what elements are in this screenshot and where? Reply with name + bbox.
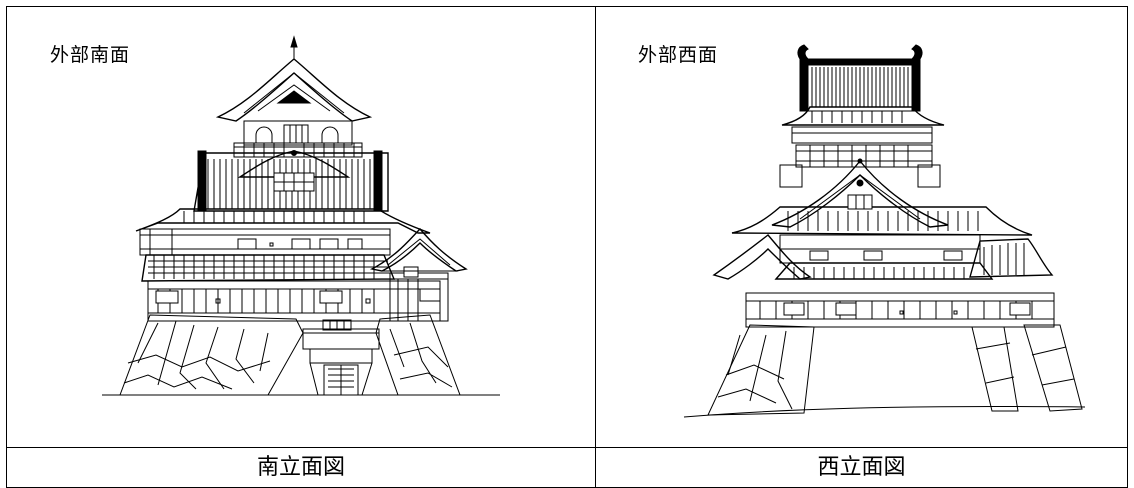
table-border-top <box>6 6 1128 7</box>
south-elevation-caption: 南立面図 <box>256 455 345 480</box>
table-divider-horizontal <box>6 447 1128 448</box>
south-exterior-label: 外部南面 <box>50 44 131 66</box>
west-elevation-drawing <box>683 44 1086 418</box>
table-border-left <box>6 6 7 488</box>
west-elevation-panel: 外部西面 <box>596 7 1127 447</box>
south-elevation-panel: 外部南面 <box>7 7 595 447</box>
west-exterior-label: 外部西面 <box>638 44 719 66</box>
table-divider-vertical <box>595 6 596 488</box>
table-border-right <box>1127 6 1128 488</box>
west-elevation-caption: 西立面図 <box>817 455 906 480</box>
south-elevation-drawing <box>102 35 500 396</box>
